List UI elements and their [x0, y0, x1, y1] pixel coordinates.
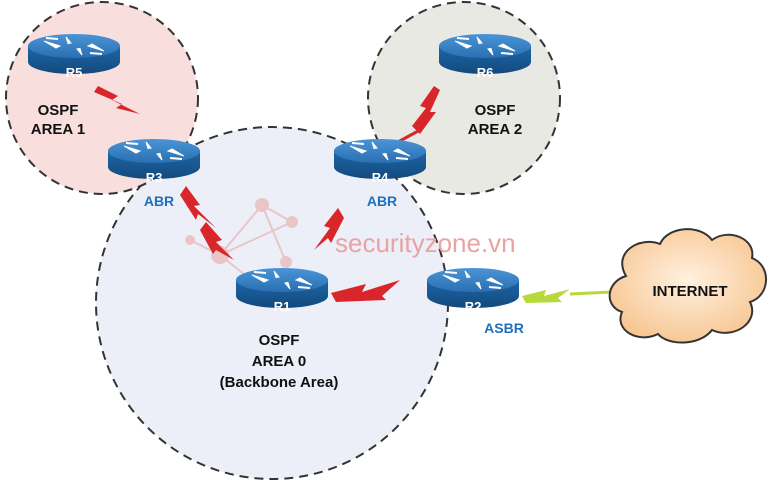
- internet-cloud: [608, 228, 767, 344]
- router-r4[interactable]: R4: [333, 138, 427, 185]
- watermark-text: securityzone.vn: [335, 228, 516, 258]
- area0-label-line2: AREA 0: [252, 353, 306, 370]
- router-r1-label: R1: [274, 299, 291, 314]
- router-r5[interactable]: R5: [27, 33, 121, 80]
- area2-label-line1: OSPF: [475, 102, 516, 119]
- router-r6[interactable]: R6: [438, 33, 532, 80]
- router-r3[interactable]: R3: [107, 138, 201, 185]
- external-link-r2-internet: [522, 289, 570, 303]
- serial-link-r3-r1-upper: [180, 186, 216, 228]
- internet-label: INTERNET: [653, 283, 728, 300]
- area0-label-line3: (Backbone Area): [220, 374, 339, 391]
- area2-label-line2: AREA 2: [468, 121, 522, 138]
- router-r6-label: R6: [477, 65, 494, 80]
- area0-label-line1: OSPF: [259, 332, 300, 349]
- area1-label-line2: AREA 1: [31, 121, 85, 138]
- r2-role-label: ASBR: [484, 320, 524, 336]
- r3-role-label: ABR: [144, 193, 174, 209]
- serial-link-r5-r3: [94, 86, 140, 114]
- serial-link-r1-r2: [331, 280, 400, 302]
- external-link-tail: [569, 290, 613, 296]
- r4-role-label: ABR: [367, 193, 397, 209]
- serial-link-r6-r4-tail: [397, 128, 421, 144]
- serial-link-r6-r4: [412, 86, 440, 134]
- area1-label-line1: OSPF: [38, 102, 79, 119]
- watermark-logo: [185, 198, 298, 276]
- router-r3-label: R3: [146, 170, 163, 185]
- router-r4-label: R4: [372, 170, 389, 185]
- serial-link-r4-r1: [314, 208, 344, 250]
- router-r1[interactable]: R1: [235, 267, 329, 314]
- router-r5-label: R5: [66, 65, 83, 80]
- router-r2[interactable]: R2: [426, 267, 520, 314]
- serial-link-r3-r1-lower: [200, 222, 234, 260]
- router-r2-label: R2: [465, 299, 482, 314]
